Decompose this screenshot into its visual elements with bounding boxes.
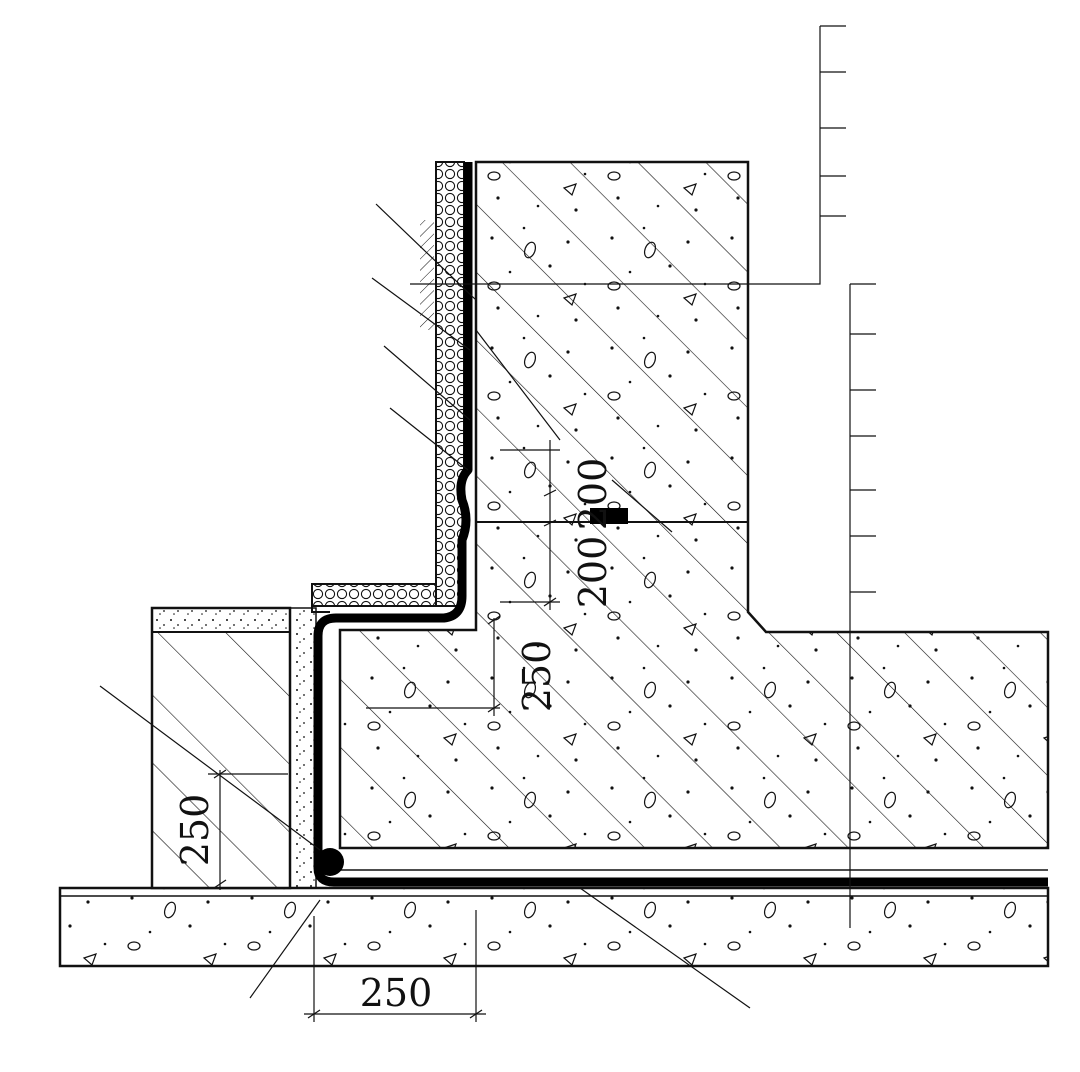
corner-fillet — [316, 848, 344, 876]
structural-concrete — [338, 160, 1050, 850]
dimension-250-brick: 250 — [173, 794, 217, 867]
dimension-200-upper: 200 — [571, 458, 615, 531]
base-slab — [58, 886, 1050, 968]
backfill-soil — [420, 220, 434, 330]
leader-lines — [99, 25, 876, 1009]
waterstop — [590, 508, 628, 524]
dimension-250-bottom: 250 — [360, 971, 433, 1015]
dimension-250-step: 250 — [515, 640, 559, 713]
brick-protection-wall — [150, 606, 317, 890]
dimension-200-lower: 200 — [571, 536, 615, 609]
dimension-lines — [213, 440, 560, 1022]
insulation-board — [311, 161, 465, 613]
waterproof-membrane — [313, 162, 1048, 887]
